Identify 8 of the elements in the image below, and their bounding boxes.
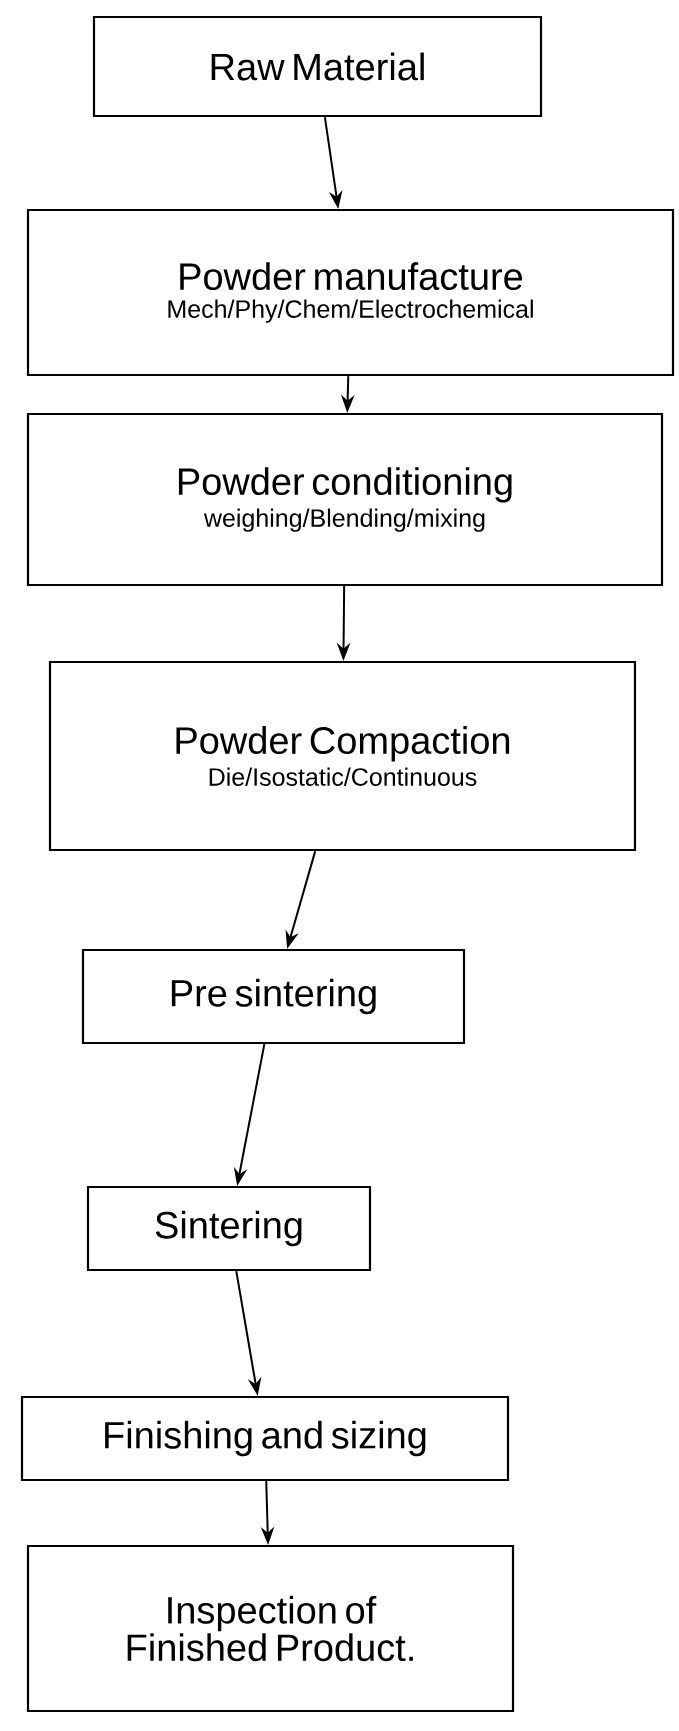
process-box: Sintering [86, 1185, 372, 1272]
process-box: Raw Material [92, 15, 543, 118]
process-box: Powder conditioning weighing/Blending/mixing [26, 412, 664, 587]
process-box: Finishing and sizing [20, 1395, 510, 1482]
process-box: Powder manufacture Mech/Phy/Chem/Electrochemical [26, 208, 675, 377]
process-box: Powder Compaction Die/Isostatic/Continuous [48, 660, 637, 852]
process-box: Inspection of Finished Product. [26, 1544, 515, 1713]
process-box: Pre sintering [81, 948, 466, 1045]
